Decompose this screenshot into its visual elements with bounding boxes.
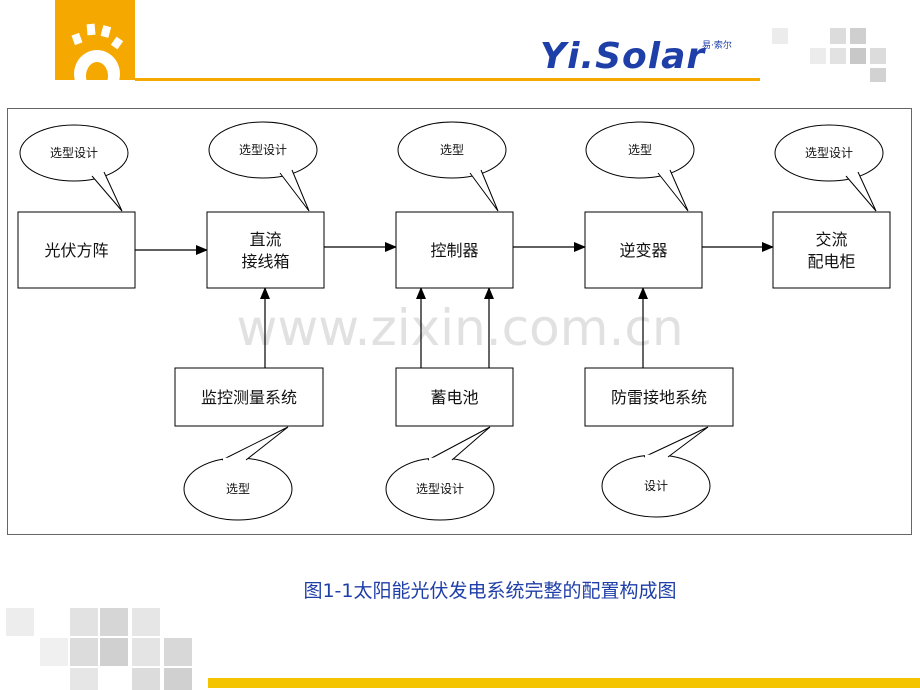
block-box: [206, 211, 325, 289]
brand-logo-subtext: 易·索尔: [702, 41, 732, 51]
callout-bubble-label: 选型设计: [805, 146, 853, 160]
block-label: 交流: [815, 230, 847, 249]
callout-bubble-outline: [774, 124, 884, 182]
block-label: 光伏方阵: [44, 241, 108, 260]
block-inverter: 逆变器: [584, 211, 703, 289]
block-box: [772, 211, 891, 289]
callout-bubble-tail: [91, 171, 123, 212]
block-label: 逆变器: [619, 241, 667, 260]
callout-bubble-seam: [470, 167, 481, 174]
block-battery: 蓄电池: [395, 367, 514, 427]
callout-bubble-outline: [19, 124, 129, 182]
block-box: [584, 367, 734, 427]
decorative-squares-bottom-left: [6, 608, 192, 690]
callout-bubble-seam: [846, 169, 858, 177]
block-label: 控制器: [430, 241, 478, 260]
callout-bubble-ac-distribution: 选型设计: [774, 124, 884, 212]
callout-bubble-tail: [427, 426, 491, 461]
header-divider: [135, 78, 760, 81]
block-controller: 控制器: [395, 211, 514, 289]
block-label: 配电柜: [807, 252, 855, 271]
callout-bubble-outline: [585, 121, 695, 179]
callout-bubble-outline: [397, 121, 507, 179]
callout-bubble-tail: [845, 171, 877, 212]
brand-logo: Yi.Solar 易·索尔: [540, 36, 740, 78]
callout-bubble-seam: [658, 167, 670, 174]
callout-bubble-label: 选型设计: [239, 143, 287, 157]
callout-bubble-tail: [279, 169, 310, 212]
callout-bubble-tail: [657, 169, 689, 212]
sun-icon: [71, 23, 124, 80]
callout-bubble-label: 选型: [440, 143, 464, 157]
block-box: [584, 211, 703, 289]
figure-caption: 图1-1太阳能光伏发电系统完整的配置构成图: [303, 580, 677, 602]
block-box: [395, 211, 514, 289]
callout-bubble-tail: [643, 426, 709, 458]
block-box: [17, 211, 136, 289]
callout-bubble-label: 选型: [226, 482, 250, 496]
block-label: 蓄电池: [430, 388, 478, 407]
diagram-frame: [7, 108, 912, 535]
callout-bubble-pv-array: 选型设计: [19, 124, 129, 212]
callout-bubble-label: 选型设计: [50, 146, 98, 160]
callout-bubble-label: 选型: [628, 143, 652, 157]
callout-bubble-tail: [469, 169, 499, 212]
callout-bubble-battery: 选型设计: [385, 426, 495, 521]
watermark: www.zixin.com.cn: [236, 299, 683, 357]
callout-bubble-seam: [280, 167, 292, 174]
block-lightning-grounding: 防雷接地系统: [584, 367, 734, 427]
footer-bar: [208, 678, 920, 688]
block-label: 监控测量系统: [201, 388, 297, 407]
callout-bubble-lightning-grounding: 设计: [601, 426, 711, 518]
brand-logo-text: Yi.Solar: [540, 36, 706, 77]
top-left-logo-block: [55, 0, 135, 80]
block-box: [395, 367, 514, 427]
callout-bubble-outline: [208, 121, 318, 179]
callout-bubble-seam: [92, 169, 104, 177]
block-pv-array: 光伏方阵: [17, 211, 136, 289]
callout-bubble-tail: [221, 426, 289, 461]
callout-bubble-label: 选型设计: [416, 482, 464, 496]
block-label: 防雷接地系统: [611, 388, 707, 407]
callout-bubble-controller: 选型: [397, 121, 507, 212]
callout-bubble-inverter: 选型: [585, 121, 695, 212]
block-box: [174, 367, 324, 427]
block-monitoring-system: 监控测量系统: [174, 367, 324, 427]
callout-bubble-combiner-box: 选型设计: [208, 121, 318, 212]
callout-bubble-monitoring-system: 选型: [183, 426, 293, 521]
block-label: 直流: [249, 230, 281, 249]
callout-bubble-label: 设计: [644, 479, 668, 493]
block-label: 接线箱: [241, 252, 289, 271]
decorative-squares-top-right: [772, 28, 886, 82]
